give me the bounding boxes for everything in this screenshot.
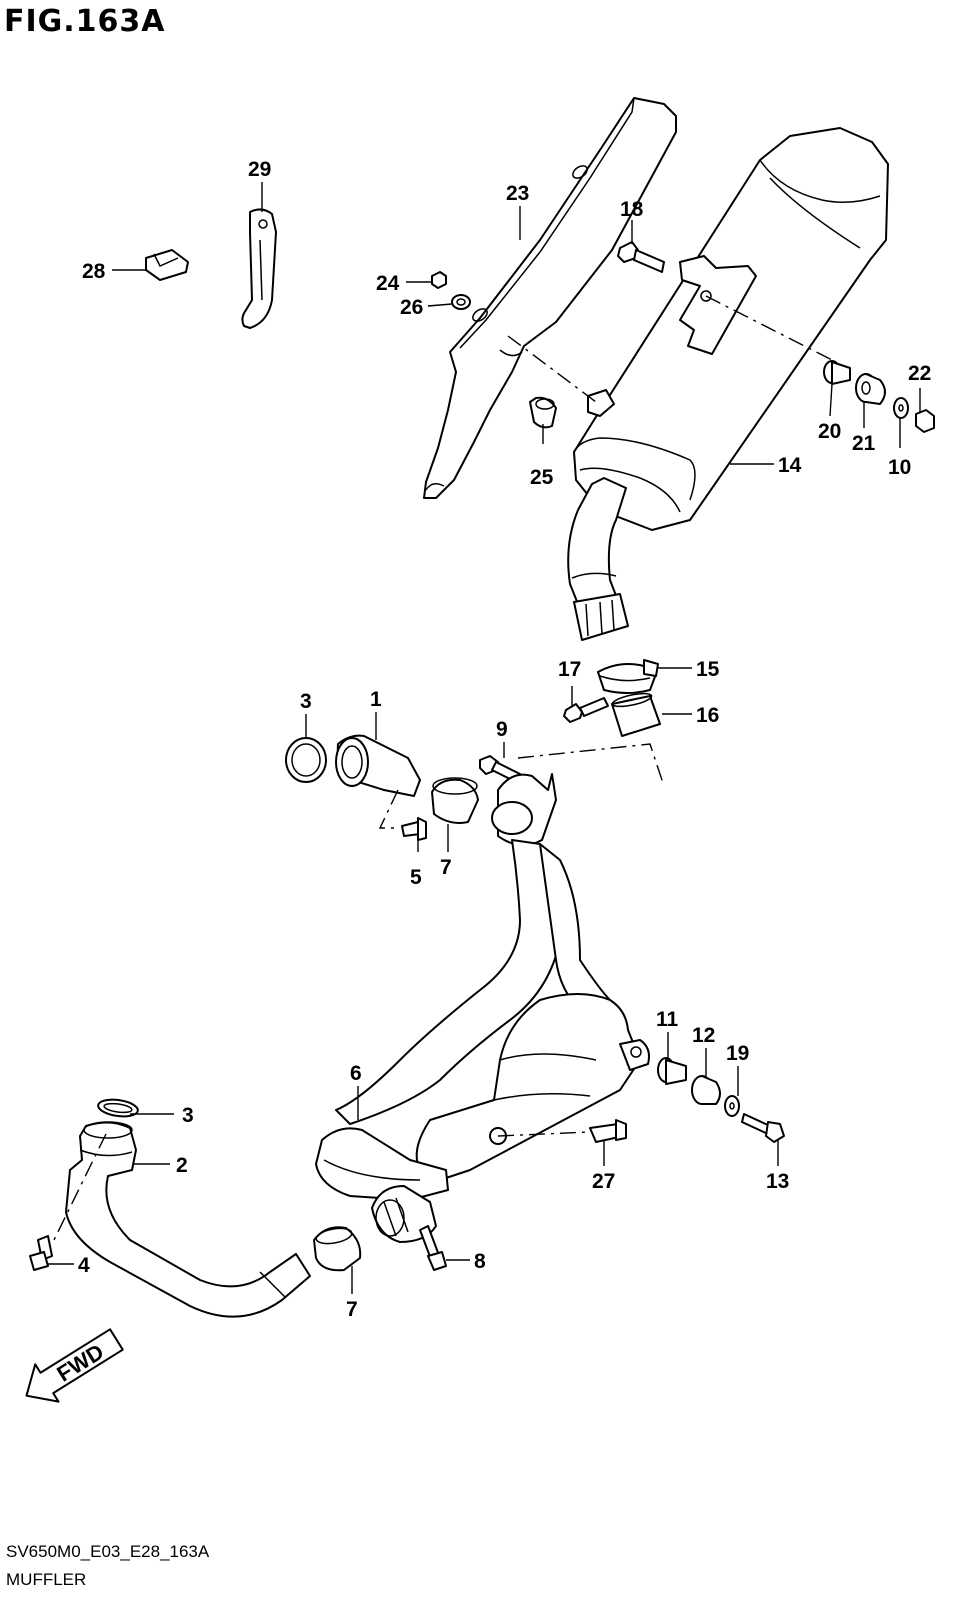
callout-26: 26 bbox=[400, 296, 423, 319]
part-exhaust-pipe-front bbox=[65, 1121, 311, 1318]
callout-5: 5 bbox=[410, 866, 422, 889]
callout-8: 8 bbox=[474, 1250, 486, 1273]
forward-direction-arrow: FWD bbox=[25, 1328, 124, 1403]
part-bolt-8 bbox=[419, 1225, 447, 1271]
callout-25: 25 bbox=[530, 466, 554, 489]
part-bolt-27 bbox=[589, 1119, 627, 1143]
part-heat-shield bbox=[423, 97, 677, 499]
leader-lines bbox=[48, 182, 921, 1294]
callout-3-lower: 3 bbox=[182, 1104, 194, 1127]
figure-title: FIG.163A bbox=[4, 4, 166, 39]
callout-6: 6 bbox=[350, 1062, 362, 1085]
part-clamp-15 bbox=[597, 659, 659, 694]
part-cushion-12 bbox=[691, 1075, 721, 1105]
callout-28: 28 bbox=[82, 260, 106, 283]
part-bracket-strap bbox=[241, 208, 277, 329]
callout-27: 27 bbox=[592, 1170, 615, 1193]
part-bolt-17 bbox=[563, 697, 609, 723]
part-gasket-ring-upper bbox=[285, 737, 327, 783]
callout-15: 15 bbox=[696, 658, 720, 681]
callout-22: 22 bbox=[908, 362, 931, 385]
callout-7-lower: 7 bbox=[346, 1298, 358, 1321]
part-gasket-7-upper bbox=[431, 777, 479, 824]
callout-21: 21 bbox=[852, 432, 876, 455]
part-washer bbox=[893, 397, 909, 419]
callout-10: 10 bbox=[888, 456, 911, 479]
part-mount-cushion bbox=[855, 373, 886, 405]
part-muffler bbox=[567, 127, 889, 641]
callout-23: 23 bbox=[506, 182, 529, 205]
part-gasket-7-lower bbox=[313, 1226, 362, 1272]
part-bolt-5 bbox=[401, 817, 427, 841]
part-exhaust-pipe-rear bbox=[335, 734, 421, 797]
part-grommet bbox=[451, 294, 471, 310]
part-screw bbox=[431, 271, 447, 289]
callout-1: 1 bbox=[370, 688, 382, 711]
part-nut-22 bbox=[915, 409, 935, 433]
callout-29: 29 bbox=[248, 158, 271, 181]
part-washer-19 bbox=[724, 1095, 740, 1117]
callout-16: 16 bbox=[696, 704, 719, 727]
part-collar bbox=[823, 360, 851, 385]
callout-20: 20 bbox=[818, 420, 841, 443]
callout-9: 9 bbox=[496, 718, 508, 741]
callout-11: 11 bbox=[656, 1008, 679, 1031]
part-exhaust-pipe-main bbox=[315, 773, 650, 1243]
callout-19: 19 bbox=[726, 1042, 749, 1065]
part-bolt-4 bbox=[29, 1235, 53, 1271]
part-bolt-13 bbox=[741, 1113, 785, 1143]
callout-17: 17 bbox=[558, 658, 581, 681]
callout-24: 24 bbox=[376, 272, 400, 295]
callout-4: 4 bbox=[78, 1254, 90, 1277]
callout-18: 18 bbox=[620, 198, 644, 221]
figure-name: MUFFLER bbox=[6, 1570, 87, 1589]
callout-14: 14 bbox=[778, 454, 802, 477]
part-gasket-ring-lower bbox=[97, 1098, 139, 1118]
part-bolt-18 bbox=[617, 241, 665, 273]
part-cushion bbox=[529, 396, 557, 429]
figure-code: SV650M0_E03_E28_163A bbox=[6, 1542, 210, 1561]
assembly-lines bbox=[53, 295, 833, 1241]
part-clip bbox=[145, 249, 189, 281]
callout-13: 13 bbox=[766, 1170, 789, 1193]
callout-3-upper: 3 bbox=[300, 690, 312, 713]
callout-labels: 1 2 3 3 4 5 6 7 7 8 9 10 11 12 13 14 15 … bbox=[78, 158, 931, 1321]
callout-7-upper: 7 bbox=[440, 856, 452, 879]
callout-2: 2 bbox=[176, 1154, 188, 1177]
callout-12: 12 bbox=[692, 1024, 715, 1047]
part-gasket-16 bbox=[611, 692, 661, 737]
part-collar-11 bbox=[657, 1057, 687, 1085]
